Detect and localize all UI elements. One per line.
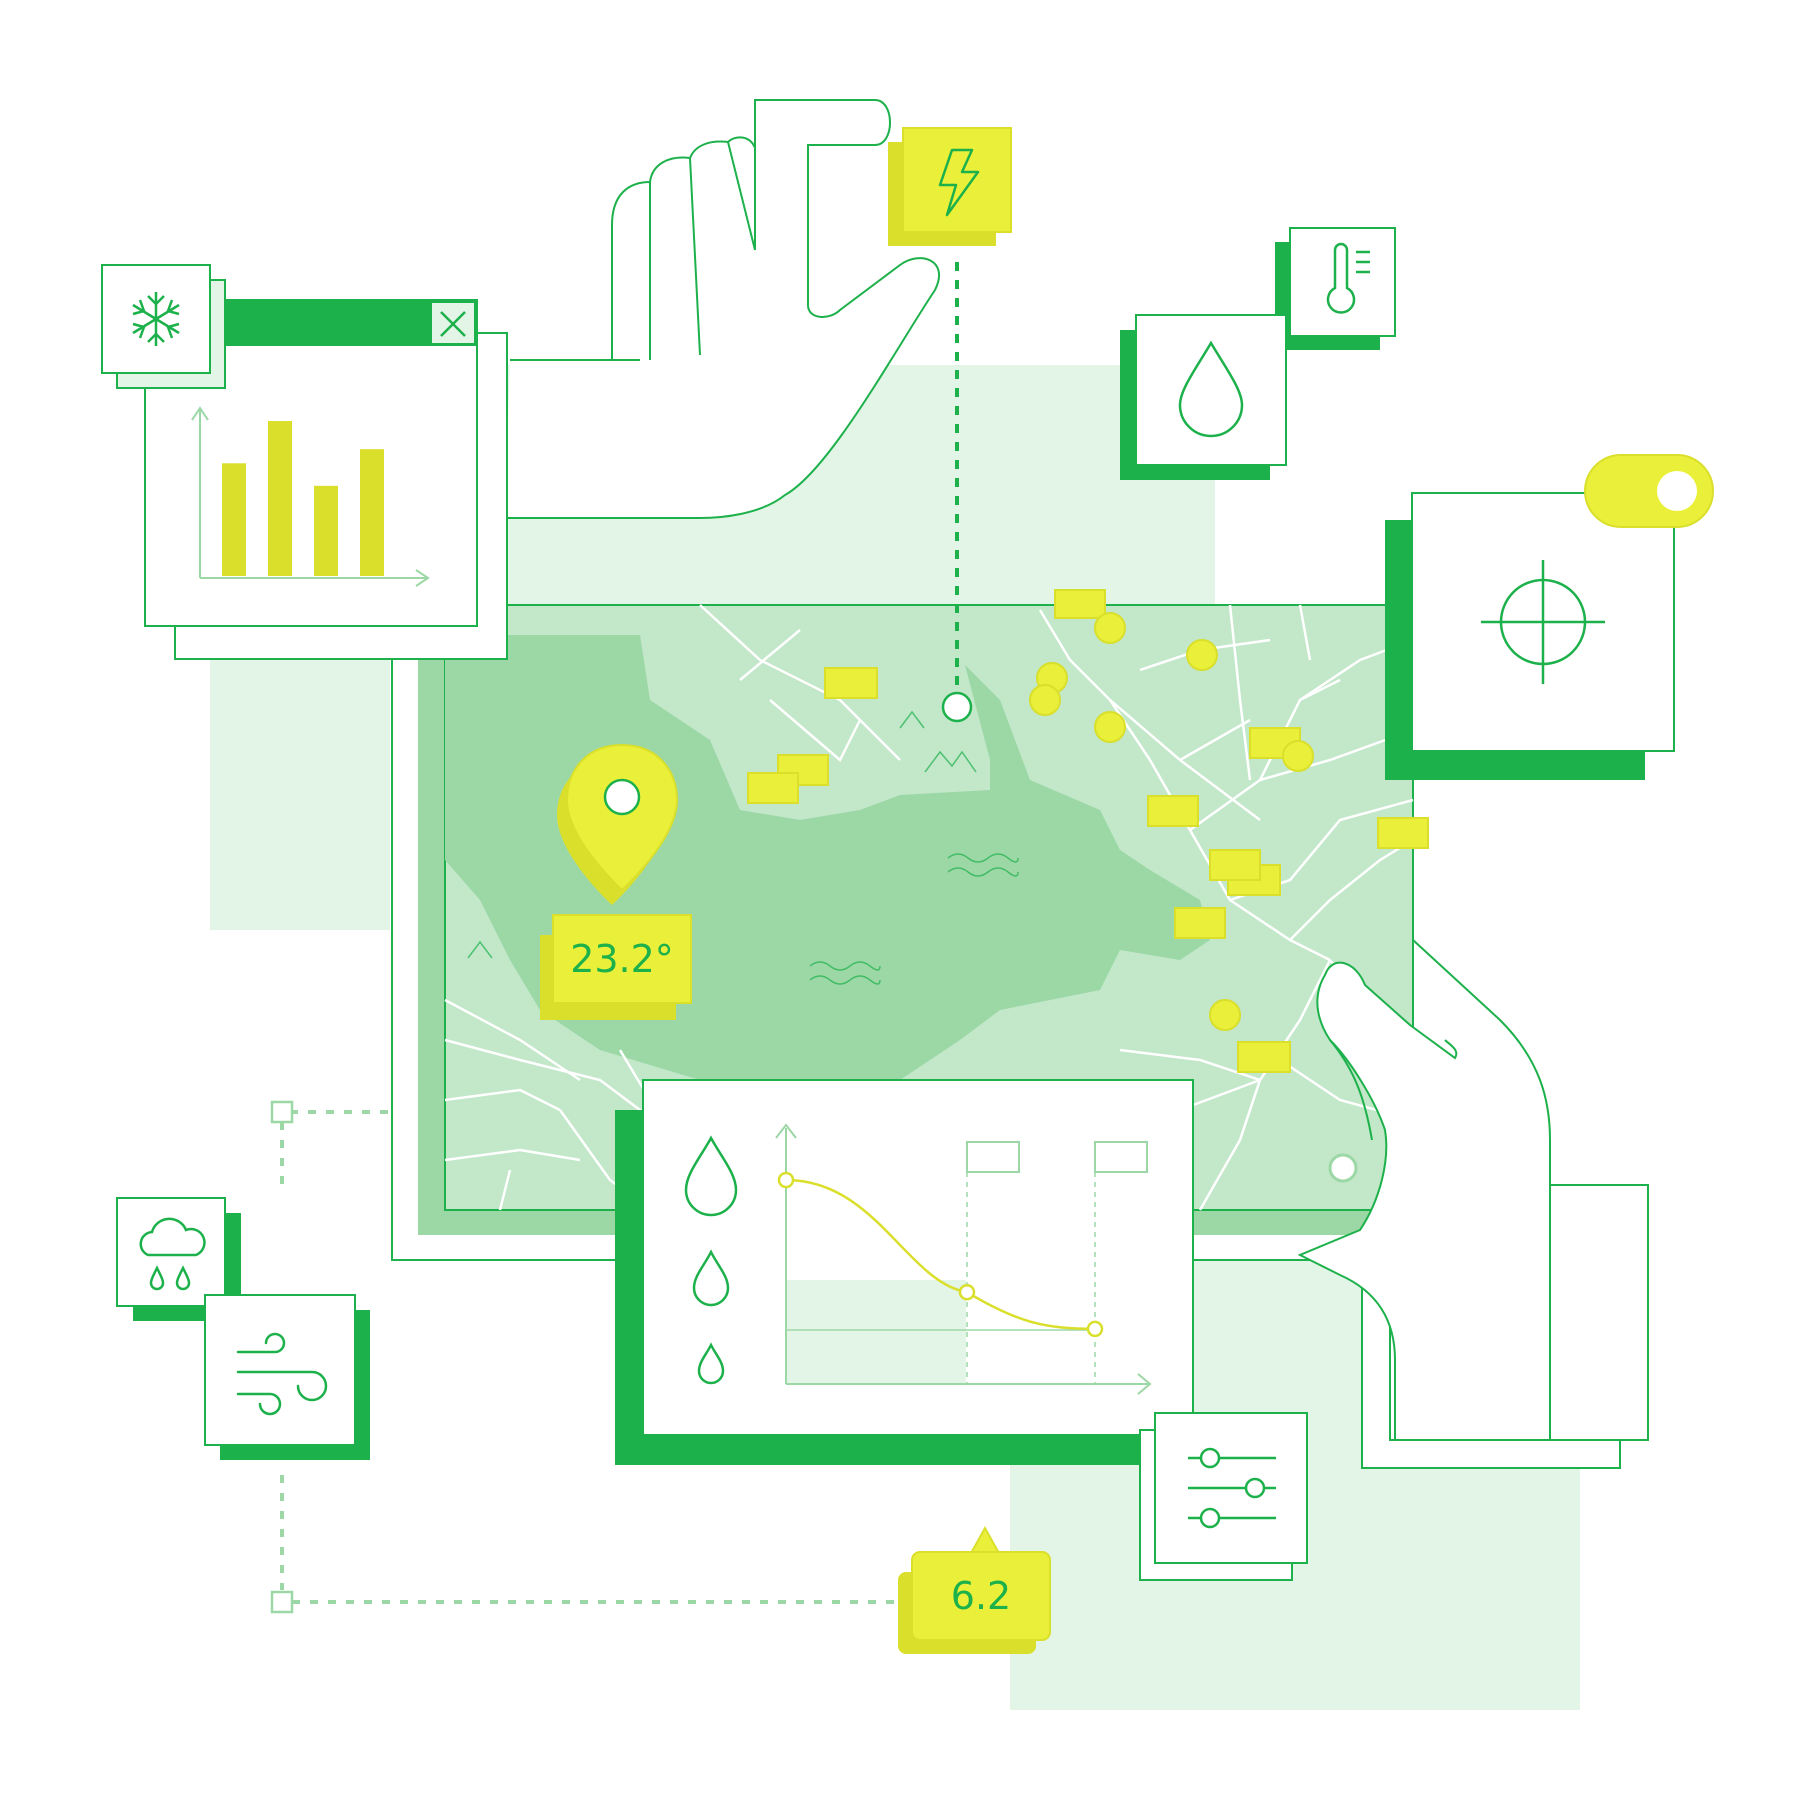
line-point-3[interactable] xyxy=(1086,1320,1104,1338)
mini-bar-4 xyxy=(360,449,384,576)
water-drop-tile[interactable] xyxy=(1120,314,1287,480)
crosshair-icon xyxy=(1481,560,1605,684)
snowflake-tile[interactable] xyxy=(101,264,226,389)
line-series xyxy=(785,1178,1096,1331)
lightning-icon xyxy=(938,148,980,217)
crosshair-window[interactable] xyxy=(1385,492,1675,780)
temperature-value: 23.2° xyxy=(570,937,674,981)
line-chart-window xyxy=(615,1079,1194,1465)
connector-node-top[interactable] xyxy=(270,1100,294,1124)
sliders-icon xyxy=(1188,1447,1276,1529)
wind-tile[interactable] xyxy=(204,1294,370,1460)
lightning-tile[interactable] xyxy=(888,127,1012,246)
map-markers[interactable] xyxy=(747,589,1429,1073)
dotted-connectors xyxy=(280,1110,895,1604)
mini-bar-1 xyxy=(222,463,246,576)
mini-bar-2 xyxy=(268,421,292,576)
chart-tag-2[interactable] xyxy=(1094,1141,1148,1173)
wind-value-badge[interactable]: 6.2 xyxy=(898,1525,1051,1654)
connector-node-bottom[interactable] xyxy=(270,1590,294,1614)
toggle-switch[interactable] xyxy=(1584,454,1714,528)
lightning-link-node[interactable] xyxy=(941,691,973,723)
chart-tag-1[interactable] xyxy=(966,1141,1020,1173)
map-node[interactable] xyxy=(1328,1153,1358,1183)
rain-cloud-icon xyxy=(139,1217,206,1291)
location-pin-icon[interactable] xyxy=(557,743,679,905)
wind-value: 6.2 xyxy=(951,1574,1011,1618)
line-point-1[interactable] xyxy=(777,1171,795,1189)
mini-bars xyxy=(222,421,384,576)
mini-bar-3 xyxy=(314,485,338,576)
water-drop-icon xyxy=(1178,340,1244,438)
temperature-badge[interactable]: 23.2° xyxy=(540,914,692,1020)
line-points xyxy=(777,1171,1104,1338)
sliders-tile[interactable] xyxy=(1139,1412,1308,1581)
rain-cloud-tile[interactable] xyxy=(116,1197,241,1321)
line-point-2[interactable] xyxy=(958,1283,976,1301)
close-icon xyxy=(440,311,466,337)
drop-icons xyxy=(684,1135,738,1385)
bg-panel-left xyxy=(210,640,390,930)
thermometer-tile[interactable] xyxy=(1275,227,1396,350)
top-hand xyxy=(505,99,941,519)
wind-icon xyxy=(236,1332,328,1416)
right-hand xyxy=(1297,939,1649,1469)
snowflake-icon xyxy=(132,292,180,346)
thermometer-icon xyxy=(1326,242,1370,314)
terrain-symbols xyxy=(467,710,1019,985)
toggle-knob xyxy=(1657,471,1697,511)
